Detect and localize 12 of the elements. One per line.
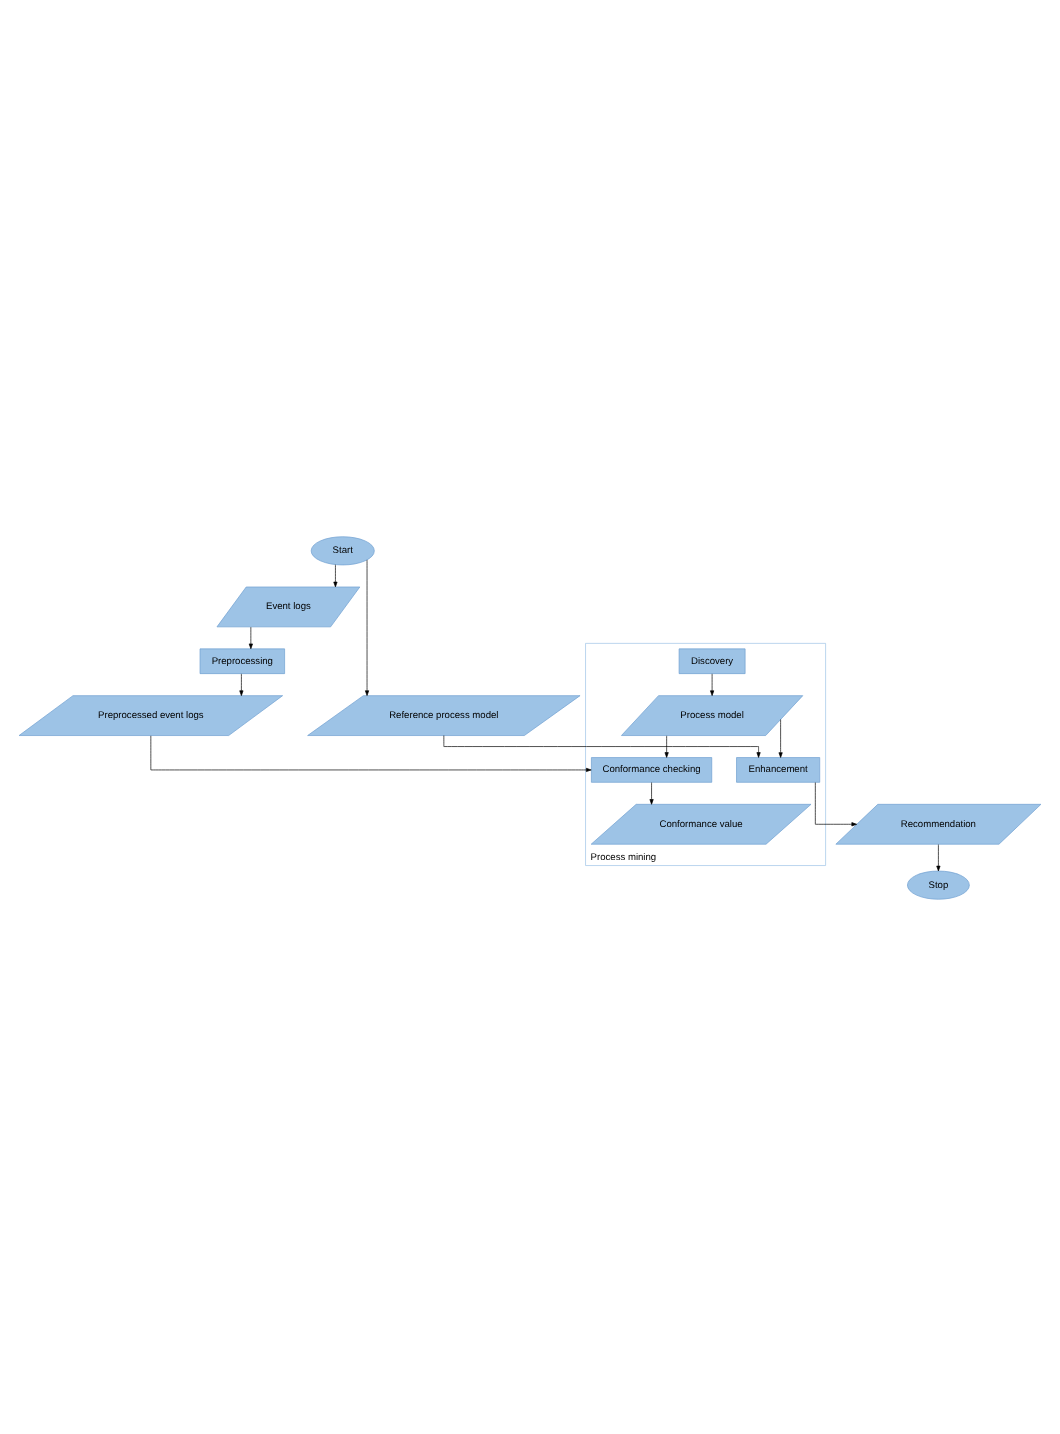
arrow — [936, 843, 941, 871]
arrow — [365, 558, 370, 695]
arrow — [649, 781, 654, 804]
arrow — [710, 672, 715, 695]
arrow — [333, 563, 338, 587]
arrow — [778, 718, 783, 757]
arrow — [239, 672, 244, 695]
arrow — [664, 734, 669, 757]
arrow — [248, 625, 253, 649]
arrow — [150, 734, 592, 771]
arrow — [443, 734, 761, 757]
arrow — [815, 781, 857, 826]
